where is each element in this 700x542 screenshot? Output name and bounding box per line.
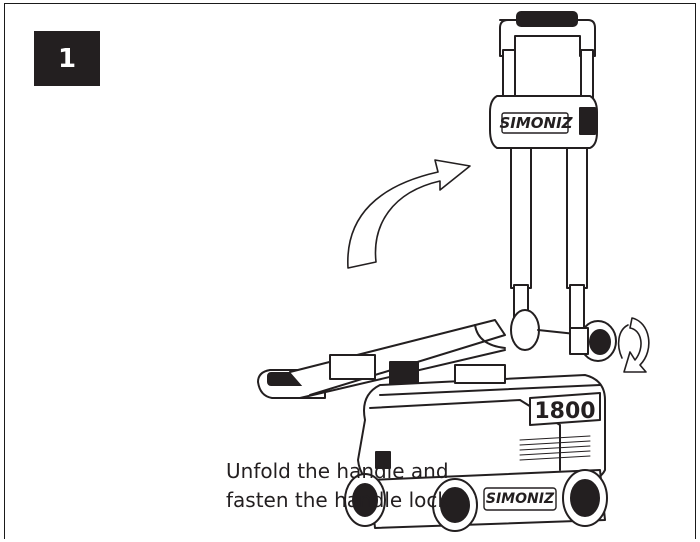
caption-line-2: fasten the handle lock — [226, 488, 449, 512]
washer-body: 1800 — [357, 364, 606, 489]
step-caption: Unfold the handle and fasten the handle … — [226, 457, 449, 515]
step-number-badge: 1 — [34, 31, 100, 86]
curved-arrow-up-icon — [347, 159, 471, 269]
wheel-base: SIMONIZ — [344, 469, 608, 532]
step-number: 1 — [57, 43, 77, 74]
handle-poles — [510, 147, 588, 331]
caption-line-1: Unfold the handle and — [226, 459, 449, 483]
lock-knob-icon — [569, 320, 617, 362]
handle-grip — [499, 11, 596, 99]
handle-brand-band: SIMONIZ — [489, 95, 598, 149]
handle-brand-text: SIMONIZ — [499, 114, 573, 132]
model-number: 1800 — [534, 399, 595, 424]
rotate-clockwise-icon — [617, 317, 650, 373]
base-brand-text: SIMONIZ — [486, 491, 555, 507]
